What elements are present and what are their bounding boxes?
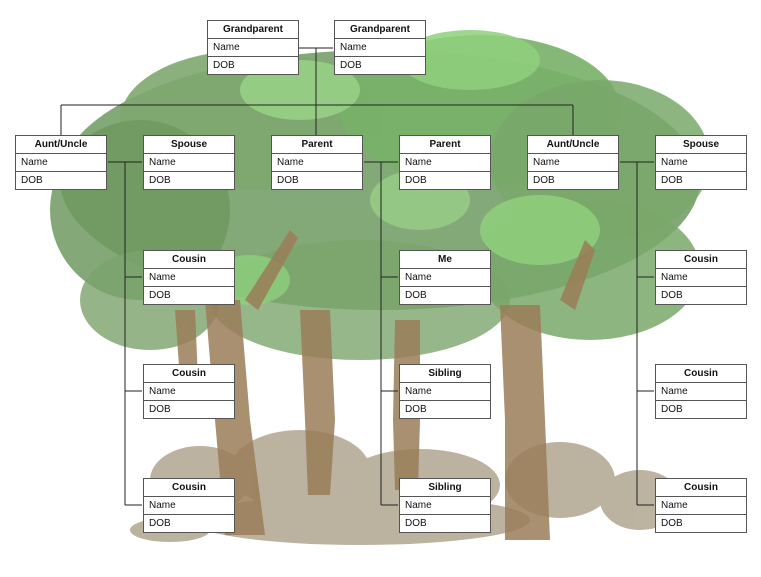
dob-field[interactable]: DOB <box>149 518 171 529</box>
box-title: Cousin <box>656 251 746 269</box>
box-title: Sibling <box>400 479 490 497</box>
name-field[interactable]: Name <box>272 154 362 172</box>
box-title: Parent <box>272 136 362 154</box>
dob-field[interactable]: DOB <box>661 290 683 301</box>
box-title: Cousin <box>144 251 234 269</box>
cousin-box-left-3: Cousin Name DOB <box>143 478 235 533</box>
dob-field[interactable]: DOB <box>405 290 427 301</box>
dob-field[interactable]: DOB <box>405 404 427 415</box>
box-title: Cousin <box>656 365 746 383</box>
dob-field[interactable]: DOB <box>340 60 362 71</box>
grandparent-box-1: Grandparent Name DOB <box>207 20 299 75</box>
cousin-box-left-1: Cousin Name DOB <box>143 250 235 305</box>
box-title: Aunt/Uncle <box>528 136 618 154</box>
cousin-box-right-2: Cousin Name DOB <box>655 364 747 419</box>
box-title: Aunt/Uncle <box>16 136 106 154</box>
spouse-box-2: Spouse Name DOB <box>655 135 747 190</box>
name-field[interactable]: Name <box>528 154 618 172</box>
dob-field[interactable]: DOB <box>213 60 235 71</box>
parent-box-2: Parent Name DOB <box>399 135 491 190</box>
name-field[interactable]: Name <box>335 39 425 57</box>
name-field[interactable]: Name <box>208 39 298 57</box>
cousin-box-right-3: Cousin Name DOB <box>655 478 747 533</box>
dob-field[interactable]: DOB <box>661 404 683 415</box>
box-title: Cousin <box>144 365 234 383</box>
sibling-box-1: Sibling Name DOB <box>399 364 491 419</box>
dob-field[interactable]: DOB <box>533 175 555 186</box>
box-title: Spouse <box>144 136 234 154</box>
cousin-box-left-2: Cousin Name DOB <box>143 364 235 419</box>
box-title: Me <box>400 251 490 269</box>
parent-box-1: Parent Name DOB <box>271 135 363 190</box>
box-title: Cousin <box>656 479 746 497</box>
name-field[interactable]: Name <box>144 497 234 515</box>
dob-field[interactable]: DOB <box>277 175 299 186</box>
name-field[interactable]: Name <box>656 269 746 287</box>
name-field[interactable]: Name <box>656 497 746 515</box>
name-field[interactable]: Name <box>656 383 746 401</box>
dob-field[interactable]: DOB <box>661 175 683 186</box>
aunt-uncle-box-2: Aunt/Uncle Name DOB <box>527 135 619 190</box>
box-title: Parent <box>400 136 490 154</box>
me-box: Me Name DOB <box>399 250 491 305</box>
name-field[interactable]: Name <box>144 154 234 172</box>
name-field[interactable]: Name <box>400 154 490 172</box>
dob-field[interactable]: DOB <box>149 175 171 186</box>
name-field[interactable]: Name <box>656 154 746 172</box>
box-title: Spouse <box>656 136 746 154</box>
dob-field[interactable]: DOB <box>405 518 427 529</box>
box-title: Sibling <box>400 365 490 383</box>
aunt-uncle-box-1: Aunt/Uncle Name DOB <box>15 135 107 190</box>
name-field[interactable]: Name <box>400 269 490 287</box>
sibling-box-2: Sibling Name DOB <box>399 478 491 533</box>
name-field[interactable]: Name <box>144 383 234 401</box>
box-title: Grandparent <box>208 21 298 39</box>
dob-field[interactable]: DOB <box>149 290 171 301</box>
spouse-box-1: Spouse Name DOB <box>143 135 235 190</box>
name-field[interactable]: Name <box>144 269 234 287</box>
box-title: Cousin <box>144 479 234 497</box>
cousin-box-right-1: Cousin Name DOB <box>655 250 747 305</box>
box-title: Grandparent <box>335 21 425 39</box>
name-field[interactable]: Name <box>400 497 490 515</box>
dob-field[interactable]: DOB <box>661 518 683 529</box>
name-field[interactable]: Name <box>16 154 106 172</box>
name-field[interactable]: Name <box>400 383 490 401</box>
dob-field[interactable]: DOB <box>21 175 43 186</box>
dob-field[interactable]: DOB <box>149 404 171 415</box>
grandparent-box-2: Grandparent Name DOB <box>334 20 426 75</box>
dob-field[interactable]: DOB <box>405 175 427 186</box>
